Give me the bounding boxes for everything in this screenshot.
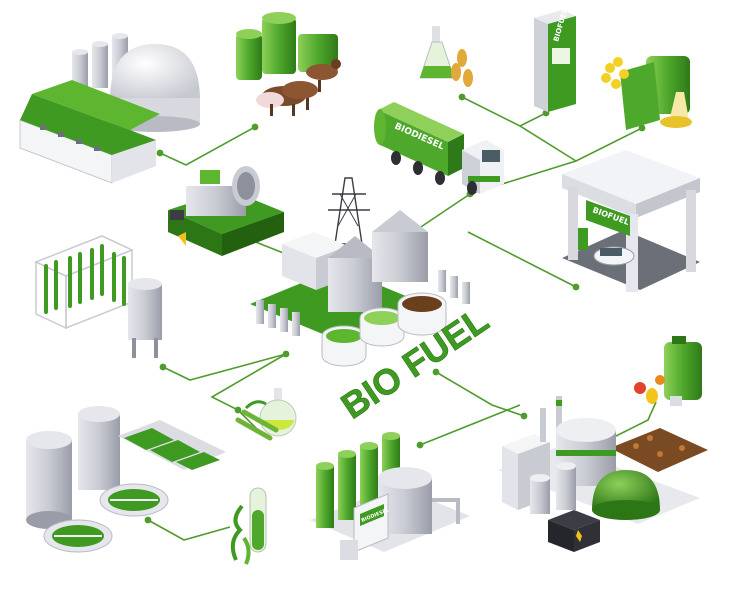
connector-dot	[416, 441, 424, 449]
connector-plant-station	[467, 231, 577, 288]
connector-dot	[159, 363, 167, 371]
connector-title-powerplant	[419, 404, 521, 446]
connector-dot	[234, 406, 242, 414]
sugarcane-flask-icon	[235, 388, 297, 441]
connector-powerplant-waste	[611, 401, 657, 439]
connector-algae-plant	[162, 353, 287, 381]
biogas-dome-farm-icon	[19, 33, 200, 184]
connector-dot	[572, 283, 580, 291]
connector-dot	[251, 123, 259, 131]
seaweed-test-tube-icon	[230, 487, 267, 565]
connector-dot	[432, 368, 440, 376]
water-treatment-icon	[26, 406, 226, 553]
biofuel-pump-icon: BIOFUEL	[534, 8, 576, 112]
biofuel-station-icon: BIOFUEL	[562, 150, 700, 292]
algae-tube-bioreactor-icon	[34, 235, 162, 358]
connector-lab-pump	[461, 96, 547, 127]
connector-dot	[156, 149, 164, 157]
connector-dot	[638, 124, 646, 132]
biogas-power-plant-icon	[498, 396, 708, 552]
food-waste-canister-icon	[634, 336, 702, 406]
connector-farm-generator	[159, 126, 256, 166]
connector-water-seaweed	[147, 519, 231, 541]
cattle-and-fuel-tanks-icon	[236, 12, 341, 116]
generator-engine-icon	[168, 166, 284, 256]
biodiesel-tanker-truck-icon: BIODIESEL	[374, 102, 504, 195]
connector-title-biodiesel	[435, 371, 525, 417]
flask-and-wheat-icon	[419, 26, 473, 87]
connector-dot	[144, 516, 152, 524]
connector-pump-tanker	[519, 125, 577, 162]
rapeseed-corn-canister-icon	[601, 56, 692, 130]
connector-dot	[520, 412, 528, 420]
central-biofuel-plant-icon	[250, 177, 470, 367]
connector-plant-sugarcane	[210, 353, 287, 438]
biodiesel-refinery-icon: BIODIESEL	[310, 432, 470, 560]
connector-dot	[458, 93, 466, 101]
connector-dot	[282, 350, 290, 358]
